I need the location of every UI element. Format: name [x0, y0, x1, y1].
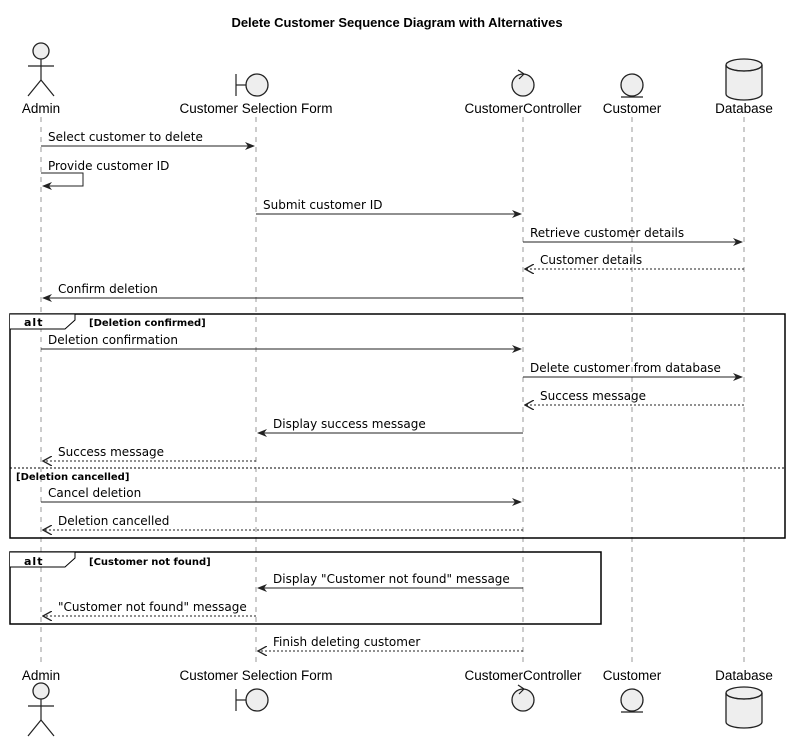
- boundary-icon: [235, 688, 269, 712]
- alt-fragment-2: alt [Customer not found]: [9, 551, 602, 625]
- control-icon: [511, 69, 535, 97]
- participant-label: Admin: [22, 668, 60, 683]
- fragment-condition: [Deletion confirmed]: [89, 318, 206, 329]
- message-label: Success message: [58, 445, 164, 459]
- message-16: Finish deleting customer: [258, 635, 523, 651]
- message-8: Delete customer from database: [523, 361, 743, 381]
- participant-label: Database: [715, 101, 773, 116]
- message-13: Deletion cancelled: [43, 514, 523, 530]
- database-icon: [725, 686, 763, 729]
- fragment-keyword: alt: [24, 316, 43, 329]
- fragments: alt [Deletion confirmed] [Deletion cance…: [9, 313, 786, 625]
- message-label: Deletion confirmation: [48, 333, 178, 347]
- message-label: Display "Customer not found" message: [273, 572, 510, 586]
- entity-icon: [620, 688, 644, 713]
- message-11: Success message: [43, 445, 256, 461]
- fragment-frame: [9, 551, 602, 625]
- diagram-title: Delete Customer Sequence Diagram with Al…: [231, 15, 562, 30]
- message-label: "Customer not found" message: [58, 600, 247, 614]
- message-12: Cancel deletion: [41, 486, 522, 506]
- boundary-icon: [235, 73, 269, 97]
- message-7: Deletion confirmation: [41, 333, 522, 353]
- message-10: Display success message: [257, 417, 523, 437]
- message-2: Provide customer ID: [41, 159, 169, 190]
- message-3: Submit customer ID: [256, 198, 522, 218]
- message-label: Finish deleting customer: [273, 635, 420, 649]
- lifelines: [40, 117, 745, 664]
- message-label: Retrieve customer details: [530, 226, 684, 240]
- message-14: Display "Customer not found" message: [257, 572, 523, 592]
- actor-icon: [27, 42, 55, 97]
- message-label: Customer details: [540, 253, 642, 267]
- entity-icon: [620, 73, 644, 98]
- participant-label: Customer: [603, 101, 662, 116]
- message-9: Success message: [525, 389, 744, 405]
- control-icon: [511, 684, 535, 712]
- fragment-tab: [10, 551, 76, 568]
- message-label: Deletion cancelled: [58, 514, 169, 528]
- message-label: Success message: [540, 389, 646, 403]
- message-5: Customer details: [525, 253, 744, 269]
- message-label: Display success message: [273, 417, 426, 431]
- message-label: Submit customer ID: [263, 198, 382, 212]
- database-icon: [725, 58, 763, 101]
- message-4: Retrieve customer details: [523, 226, 743, 246]
- message-label: Provide customer ID: [48, 159, 169, 173]
- fragment-condition: [Deletion cancelled]: [16, 472, 129, 483]
- message-1: Select customer to delete: [41, 130, 255, 150]
- message-6: Confirm deletion: [42, 282, 523, 302]
- message-15: "Customer not found" message: [43, 600, 256, 616]
- message-label: Delete customer from database: [530, 361, 721, 375]
- participant-label: Customer Selection Form: [179, 668, 332, 683]
- fragment-frame: [9, 313, 786, 539]
- participant-label: Admin: [22, 101, 60, 116]
- fragment-tab: [10, 313, 76, 330]
- message-label: Select customer to delete: [48, 130, 203, 144]
- participant-label: Customer: [603, 668, 662, 683]
- participant-label: CustomerController: [464, 668, 582, 683]
- participant-label: CustomerController: [464, 101, 582, 116]
- message-arrow: [41, 172, 84, 190]
- actor-icon: [27, 682, 55, 737]
- message-label: Confirm deletion: [58, 282, 158, 296]
- fragment-keyword: alt: [24, 555, 43, 568]
- participant-label: Customer Selection Form: [179, 101, 332, 116]
- participant-label: Database: [715, 668, 773, 683]
- alt-fragment-1: alt [Deletion confirmed] [Deletion cance…: [9, 313, 786, 539]
- message-label: Cancel deletion: [48, 486, 141, 500]
- fragment-condition: [Customer not found]: [89, 557, 211, 568]
